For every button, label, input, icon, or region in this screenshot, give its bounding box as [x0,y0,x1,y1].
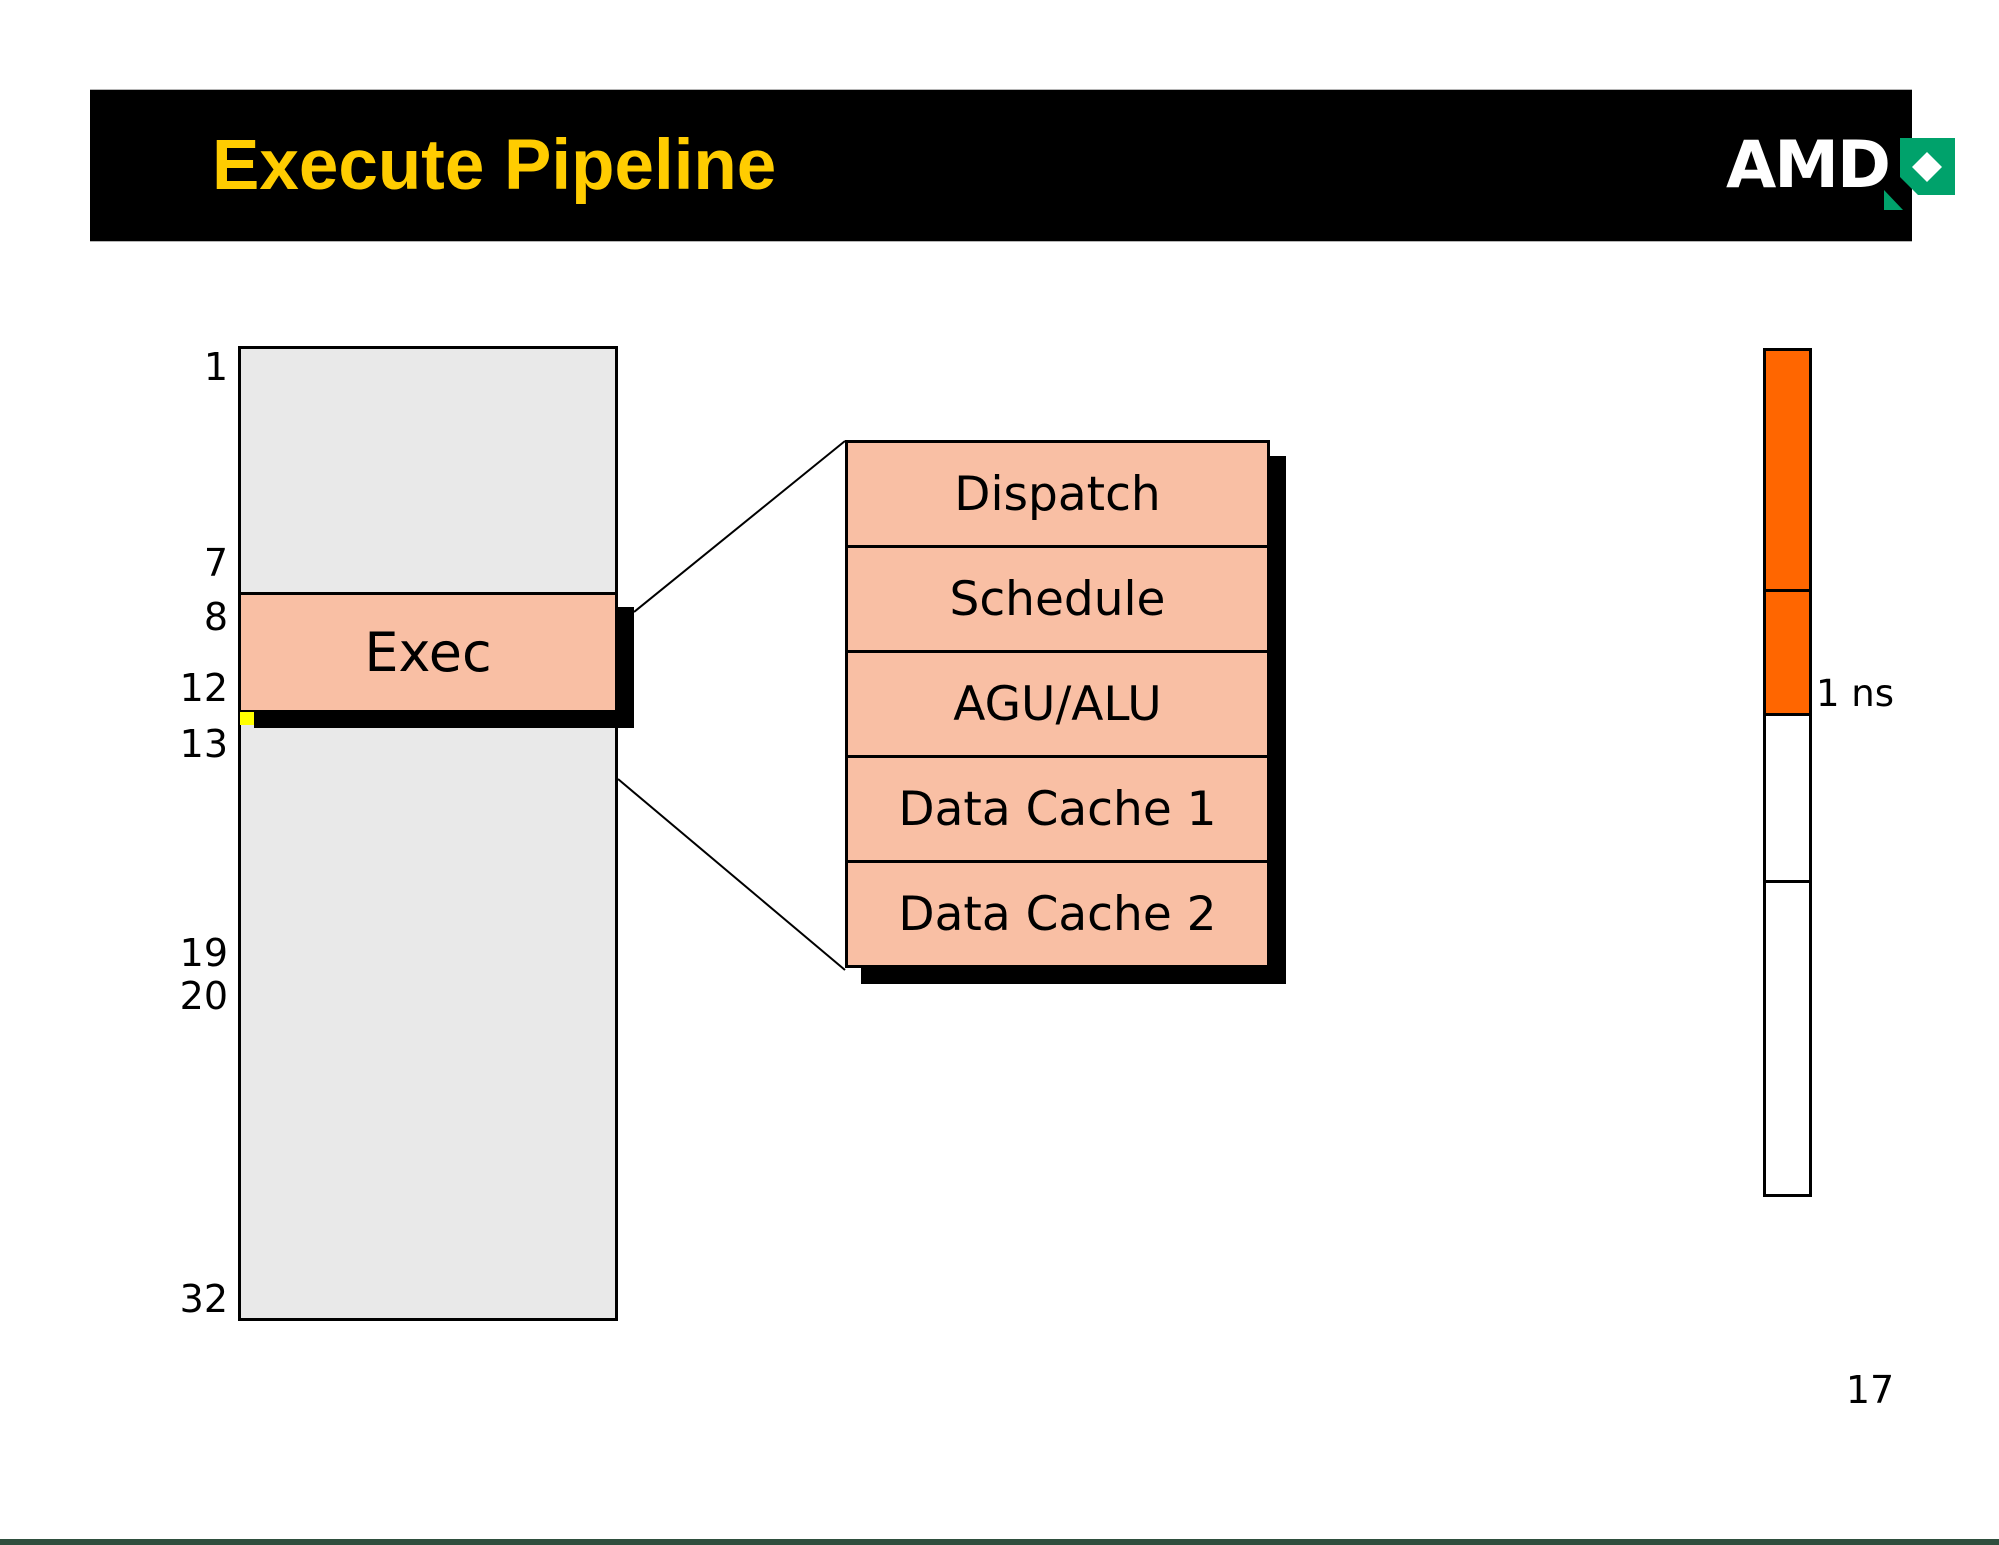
time-scale-label: 1 ns [1816,672,1895,715]
stage-number-12: 12 [179,666,228,710]
amd-logo: AMD [1630,90,1955,241]
detail-stage-dispatch: Dispatch [848,443,1267,545]
time-segment-orange-2 [1766,592,1809,716]
stage-number-7: 7 [203,541,228,585]
exec-stage-label: Exec [364,621,492,684]
detail-stage-data-cache2: Data Cache 2 [848,860,1267,965]
detail-stage-data-cache1: Data Cache 1 [848,755,1267,860]
exec-detail-box: Dispatch Schedule AGU/ALU Data Cache 1 D… [845,440,1270,968]
page-title: Execute Pipeline [212,126,777,205]
detail-stage-schedule: Schedule [848,545,1267,650]
pipeline-column [238,346,618,1321]
stage-number-19: 19 [179,931,228,975]
stage-number-13: 13 [179,722,228,766]
title-bar: Execute Pipeline AMD [90,89,1955,242]
detail-stage-agu-alu: AGU/ALU [848,650,1267,755]
page-number: 17 [1845,1368,1895,1412]
amd-arrow-icon [1884,138,1955,210]
highlight-marker [240,712,254,725]
time-segment-white-2 [1766,883,1809,1194]
stage-number-1: 1 [203,345,228,389]
exec-stage-box: Exec [238,592,618,713]
stage-number-32: 32 [179,1277,228,1321]
time-segment-orange-1 [1766,351,1809,592]
bottom-edge-strip [0,1539,1999,1545]
stage-number-20: 20 [179,974,228,1018]
time-segment-white-1 [1766,716,1809,883]
time-scale-bar [1763,348,1812,1197]
stage-number-8: 8 [203,595,228,639]
amd-logo-text: AMD [1726,128,1891,203]
